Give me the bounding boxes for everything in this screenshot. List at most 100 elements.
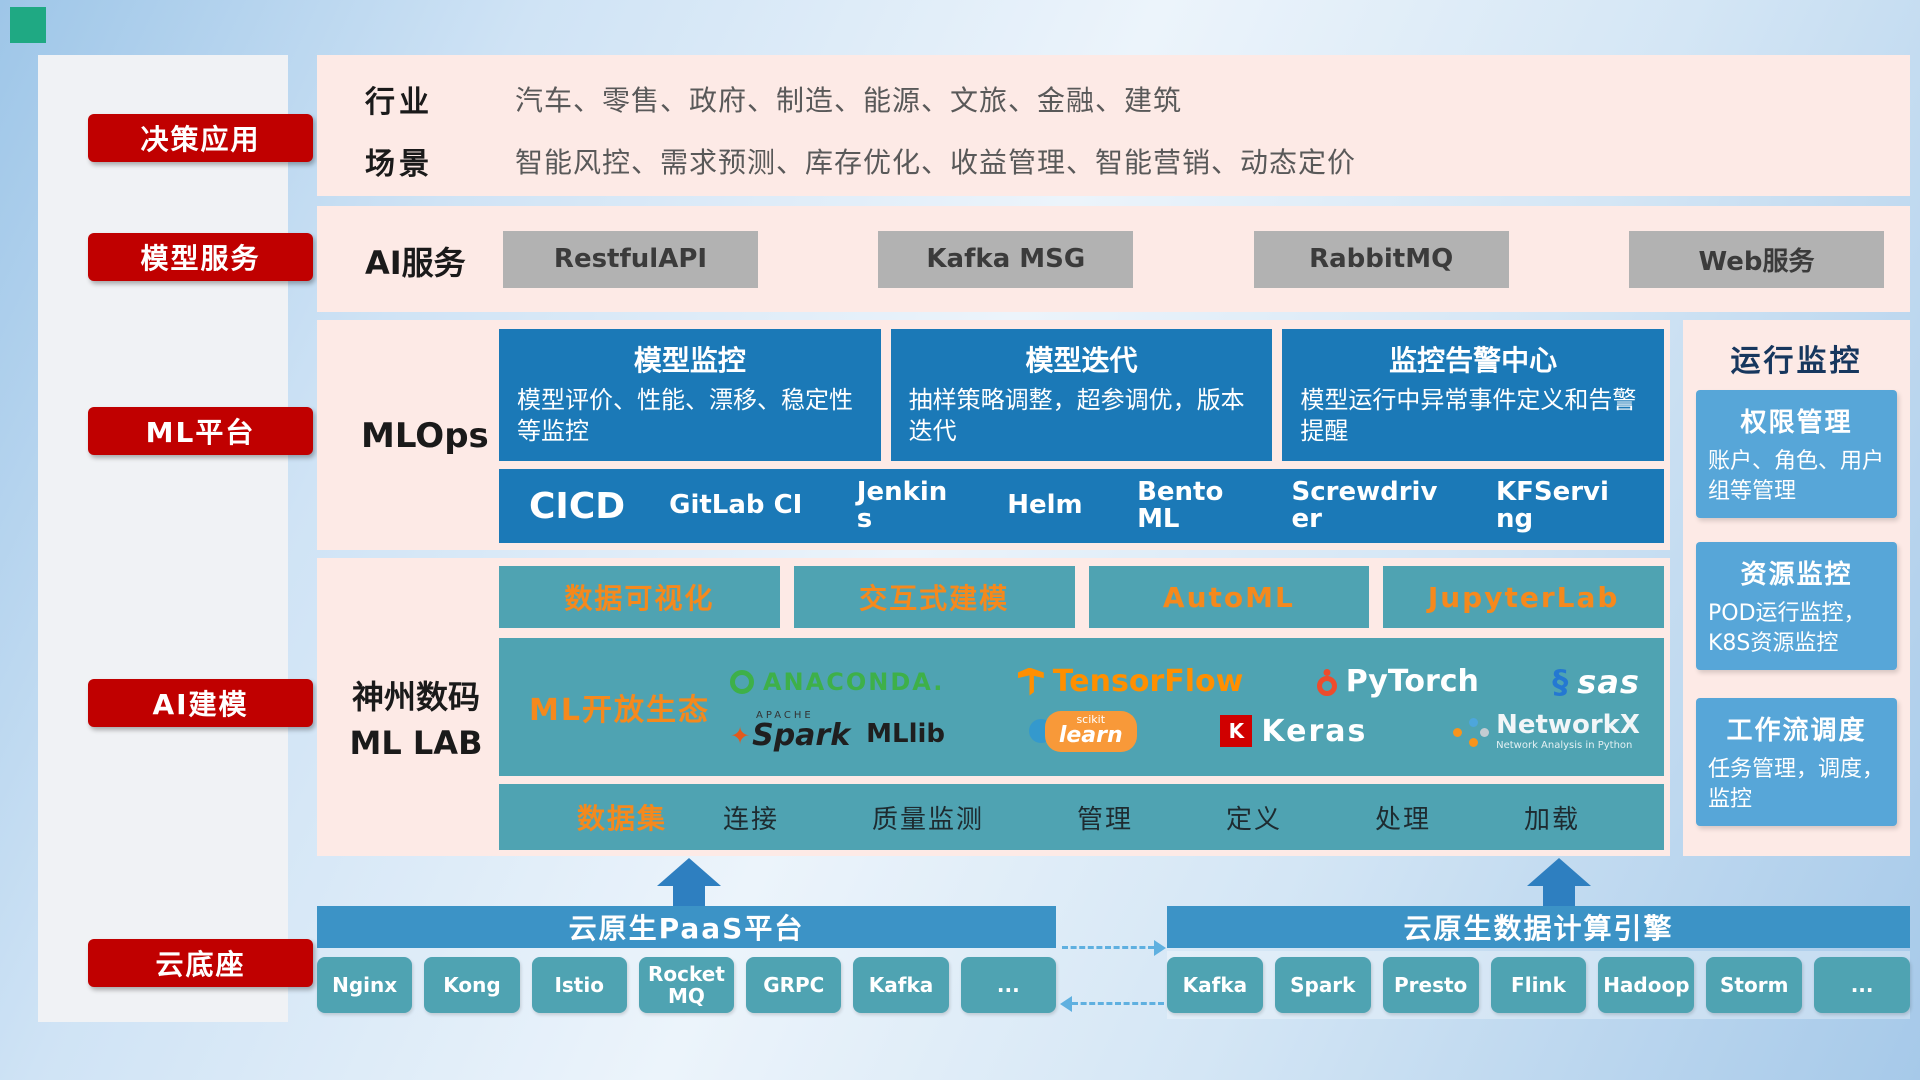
ai-service-panel: AI服务 RestfulAPI Kafka MSG RabbitMQ Web服务 <box>317 206 1910 312</box>
mllib-text: MLlib <box>866 719 946 749</box>
pytorch-logo: PyTorch <box>1316 664 1479 699</box>
rail-badge-ai-modeling: AI建模 <box>88 679 313 727</box>
tensorflow-text: TensorFlow <box>1052 664 1244 699</box>
card-desc: 模型评价、性能、漂移、稳定性等监控 <box>517 386 853 446</box>
rail-badge-cloud-base: 云底座 <box>88 939 313 987</box>
data-engine-bar: 云原生数据计算引擎 <box>1167 906 1910 948</box>
spark-apache-text: APACHE <box>755 710 814 721</box>
scikit-learn-logo: scikit learn <box>1028 710 1137 752</box>
learn-text: learn <box>1058 722 1123 748</box>
arrow-left-icon <box>1060 996 1072 1012</box>
dataset-bar: 数据集 连接 质量监测 管理 定义 处理 加载 <box>499 784 1664 850</box>
card-desc: 任务管理，调度，监控 <box>1708 757 1885 812</box>
chip-rocketmq: RocketMQ <box>638 957 735 1013</box>
up-arrow-icon <box>657 858 721 886</box>
card-resource-monitoring: 资源监控 POD运行监控，K8S资源监控 <box>1696 542 1897 671</box>
button-automl: AutoML <box>1088 566 1370 628</box>
service-kafka-msg: Kafka MSG <box>878 230 1134 288</box>
spark-icon <box>730 724 752 748</box>
engine-chips: Kafka Spark Presto Flink Hadoop Storm ..… <box>1167 957 1911 1013</box>
mllab-label: 神州数码 ML LAB <box>331 674 501 767</box>
keras-icon: K <box>1220 715 1253 747</box>
keras-text: Keras <box>1261 713 1368 749</box>
keras-logo: K Keras <box>1220 714 1367 749</box>
card-title: 模型监控 <box>633 344 746 377</box>
corner-decoration <box>10 7 46 43</box>
chip-nginx: Nginx <box>317 957 413 1013</box>
chip-flink: Flink <box>1490 957 1587 1013</box>
button-data-visualization: 数据可视化 <box>499 566 780 628</box>
cicd-bar: CICD GitLab CI Jenkins Helm BentoML Scre… <box>499 469 1664 543</box>
chip-istio: Istio <box>531 957 627 1013</box>
mllab-label-line2: ML LAB <box>349 724 483 763</box>
dataset-label: 数据集 <box>577 802 668 835</box>
left-rail: 决策应用 模型服务 ML平台 AI建模 云底座 <box>38 55 313 1022</box>
card-title: 监控告警中心 <box>1389 344 1558 377</box>
anaconda-text: ANACONDA. <box>762 667 945 696</box>
service-web: Web服务 <box>1628 230 1884 288</box>
scenario-row-value: 智能风控、需求预测、库存优化、收益管理、智能营销、动态定价 <box>515 146 1357 179</box>
rail-badge-ml-platform: ML平台 <box>88 407 313 455</box>
chip-more: ... <box>1814 957 1911 1013</box>
paas-platform-bar: 云原生PaaS平台 <box>317 906 1056 948</box>
dataset-item-manage: 管理 <box>1076 804 1133 835</box>
chip-kong: Kong <box>424 957 520 1013</box>
sas-logo: sas <box>1552 663 1640 701</box>
dataset-item-process: 处理 <box>1374 804 1431 835</box>
mlops-label: MLOps <box>361 416 489 456</box>
up-arrow-stem <box>673 885 705 907</box>
dataset-item-quality: 质量监测 <box>872 804 985 835</box>
sas-icon <box>1552 663 1568 701</box>
card-title: 资源监控 <box>1740 560 1853 590</box>
tool-kfserving: KFServing <box>1495 476 1609 534</box>
dashed-connector-right <box>1062 946 1154 949</box>
paas-chips: Nginx Kong Istio RocketMQ GRPC Kafka ... <box>317 957 1056 1013</box>
ai-service-label: AI服务 <box>365 244 466 282</box>
anaconda-logo: ANACONDA. <box>729 667 945 696</box>
card-alert-center: 监控告警中心 模型运行中异常事件定义和告警提醒 <box>1282 329 1665 461</box>
chip-spark: Spark <box>1274 957 1371 1013</box>
rail-badge-decision-apps: 决策应用 <box>88 114 313 162</box>
industry-panel: 行业 汽车、零售、政府、制造、能源、文旅、金融、建筑 场景 智能风控、需求预测、… <box>317 55 1910 196</box>
button-jupyterlab: JupyterLab <box>1383 566 1664 628</box>
networkx-subtitle: Network Analysis in Python <box>1496 739 1633 751</box>
dataset-item-connect: 连接 <box>723 804 780 835</box>
card-model-monitoring: 模型监控 模型评价、性能、漂移、稳定性等监控 <box>499 329 881 461</box>
button-interactive-modeling: 交互式建模 <box>793 566 1075 628</box>
chip-presto: Presto <box>1382 957 1479 1013</box>
spark-mllib-logo: APACHE Spark MLlib <box>730 711 945 751</box>
networkx-logo: NetworkX Network Analysis in Python <box>1451 711 1640 751</box>
chip-storm: Storm <box>1706 957 1803 1013</box>
mllab-label-line1: 神州数码 <box>351 678 480 716</box>
cicd-label: CICD <box>529 485 626 527</box>
runtime-monitor-title: 运行监控 <box>1730 344 1863 379</box>
card-title: 模型迭代 <box>1025 344 1138 377</box>
spark-text: Spark <box>752 718 851 753</box>
tool-gitlab-ci: GitLab CI <box>669 490 803 521</box>
scenario-row-label: 场景 <box>365 147 433 182</box>
card-title: 权限管理 <box>1740 408 1853 438</box>
service-rabbitmq: RabbitMQ <box>1253 230 1509 288</box>
service-restfulapi: RestfulAPI <box>503 230 758 288</box>
tool-screwdriver: Screwdriver <box>1291 476 1438 534</box>
industry-row-value: 汽车、零售、政府、制造、能源、文旅、金融、建筑 <box>515 84 1183 117</box>
pytorch-icon <box>1316 675 1337 696</box>
ml-ecosystem-block: ML开放生态 ANACONDA. TensorFlow PyTorch <box>499 638 1664 776</box>
runtime-monitor-panel: 运行监控 权限管理 账户、角色、用户组等管理 资源监控 POD运行监控，K8S资… <box>1683 320 1910 856</box>
tool-bentoml: BentoML <box>1137 476 1224 534</box>
networkx-icon <box>1451 716 1487 746</box>
card-permission-management: 权限管理 账户、角色、用户组等管理 <box>1696 390 1897 519</box>
tool-helm: Helm <box>1007 490 1083 521</box>
chip-hadoop: Hadoop <box>1598 957 1695 1013</box>
sas-text: sas <box>1577 662 1640 701</box>
dataset-item-define: 定义 <box>1225 804 1282 835</box>
mllab-panel: 神州数码 ML LAB 数据可视化 交互式建模 AutoML JupyterLa… <box>317 558 1670 856</box>
up-arrow-icon <box>1527 858 1591 886</box>
card-desc: 账户、角色、用户组等管理 <box>1708 449 1885 504</box>
card-desc: 抽样策略调整，超参调优，版本迭代 <box>908 386 1245 446</box>
card-workflow-scheduling: 工作流调度 任务管理，调度，监控 <box>1696 698 1897 827</box>
scikit-text: scikit <box>1076 712 1106 726</box>
rail-badge-model-service: 模型服务 <box>88 233 313 281</box>
dashed-connector-left <box>1072 1002 1164 1005</box>
